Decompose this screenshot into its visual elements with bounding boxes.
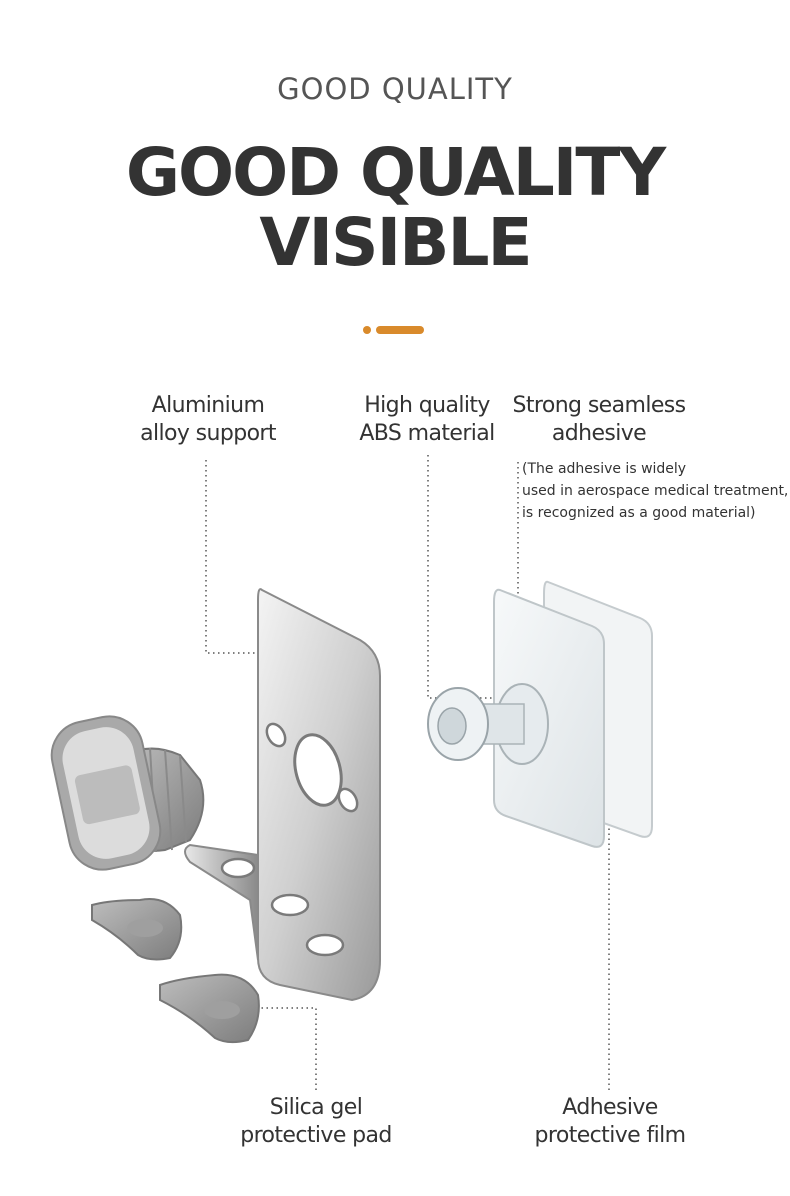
callout-aluminium-line1: Aluminium	[151, 393, 265, 418]
adhesive-note-line2: used in aerospace medical treatment,	[522, 483, 789, 499]
headline: GOOD QUALITY VISIBLE	[0, 138, 790, 278]
callout-adhesive-line1: Strong seamless	[512, 393, 687, 418]
headline-line-2: VISIBLE	[259, 204, 532, 281]
callout-abs-line1: High quality	[364, 393, 490, 418]
callout-film-line1: Adhesive	[562, 1095, 658, 1120]
callout-silica-line2: protective pad	[240, 1123, 392, 1148]
callout-abs-line2: ABS material	[359, 421, 495, 446]
callout-silica-line1: Silica gel	[269, 1095, 363, 1120]
callout-aluminium: Aluminium alloy support	[128, 392, 288, 448]
callout-adhesive: Strong seamless adhesive	[504, 392, 694, 448]
adhesive-note: (The adhesive is widely used in aerospac…	[522, 458, 788, 524]
headline-line-1: GOOD QUALITY	[125, 134, 666, 211]
leader-silica	[248, 1007, 317, 1090]
callout-adhesive-line2: adhesive	[551, 421, 647, 446]
callout-film-line2: protective film	[534, 1123, 687, 1148]
accent-divider	[363, 326, 424, 334]
callout-film: Adhesive protective film	[516, 1094, 704, 1150]
eyebrow-title: GOOD QUALITY	[277, 72, 513, 106]
callout-aluminium-line2: alloy support	[140, 421, 276, 446]
callout-silica: Silica gel protective pad	[226, 1094, 406, 1150]
callout-abs: High quality ABS material	[342, 392, 512, 448]
adhesive-note-line1: (The adhesive is widely	[522, 461, 687, 477]
adhesive-note-line3: is recognized as a good material)	[522, 505, 756, 521]
